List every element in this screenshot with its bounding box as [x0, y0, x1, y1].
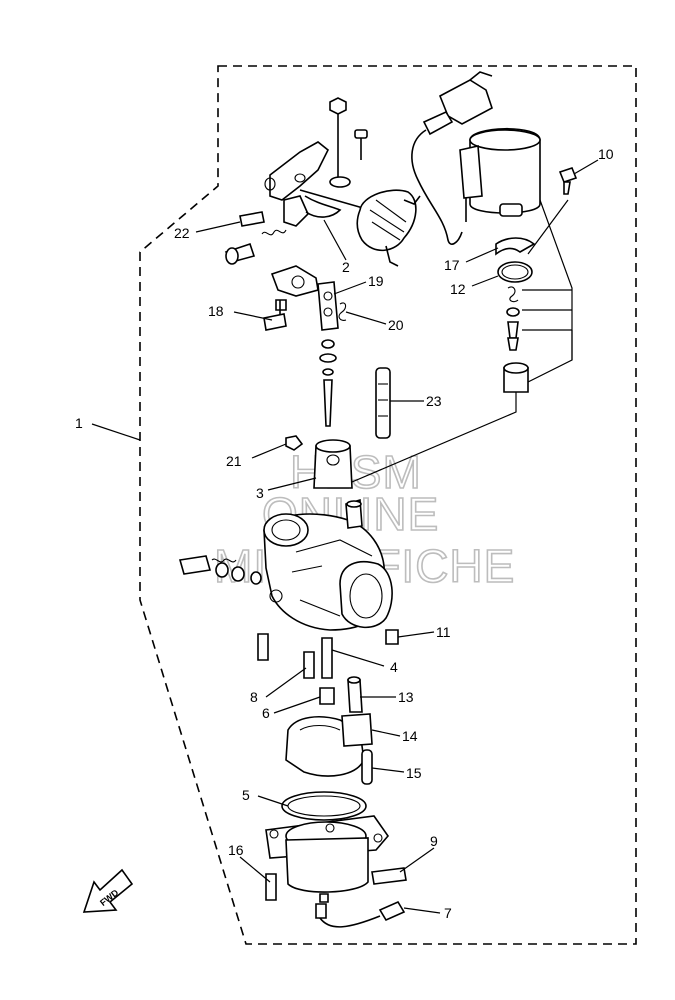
callout-12: 12 [450, 281, 466, 297]
screw-group-22 [224, 211, 287, 265]
assembly-boundary [139, 65, 637, 945]
callout-23: 23 [426, 393, 442, 409]
callout-3: 3 [256, 485, 264, 501]
callout-21: 21 [226, 453, 242, 469]
callout-17: 17 [444, 257, 460, 273]
callout-5: 5 [242, 787, 250, 803]
drain-screw-9 [371, 867, 407, 885]
callout-8: 8 [250, 689, 258, 705]
throttle-valve-3 [313, 439, 353, 489]
callout-1: 1 [75, 415, 83, 431]
callout-9: 9 [430, 833, 438, 849]
carburetor-body [263, 498, 393, 631]
lower-jets-group [257, 629, 399, 713]
callout-22: 22 [174, 225, 190, 241]
callout-15: 15 [406, 765, 422, 781]
drain-hose-7 [315, 900, 406, 928]
gasket-5 [281, 791, 367, 821]
callout-19: 19 [368, 273, 384, 289]
throttle-linkage-group [264, 97, 421, 267]
callout-11: 11 [436, 624, 451, 640]
screw-16 [265, 873, 277, 901]
callout-14: 14 [402, 728, 418, 744]
callout-16: 16 [228, 842, 244, 858]
callout-labels: 1 2 3 4 5 6 7 8 9 10 11 12 13 14 15 16 1… [75, 146, 614, 921]
callout-10: 10 [598, 146, 614, 162]
plug-21 [285, 435, 304, 451]
auto-choke-group [351, 71, 578, 483]
callout-7: 7 [444, 905, 452, 921]
callout-4: 4 [390, 659, 398, 675]
watermark-line-1: HLSM [290, 446, 422, 498]
pilot-screw-group [178, 555, 262, 585]
fwd-arrow: FWD [82, 868, 134, 913]
leader-lines [91, 159, 599, 914]
callout-20: 20 [388, 317, 404, 333]
callout-6: 6 [262, 705, 270, 721]
float-bowl [265, 815, 390, 903]
pin-23 [375, 367, 391, 439]
callout-18: 18 [208, 303, 224, 319]
linkage-parts-18-19-20 [263, 265, 347, 427]
callout-2: 2 [342, 259, 350, 275]
callout-13: 13 [398, 689, 414, 705]
float-14 [285, 713, 373, 785]
